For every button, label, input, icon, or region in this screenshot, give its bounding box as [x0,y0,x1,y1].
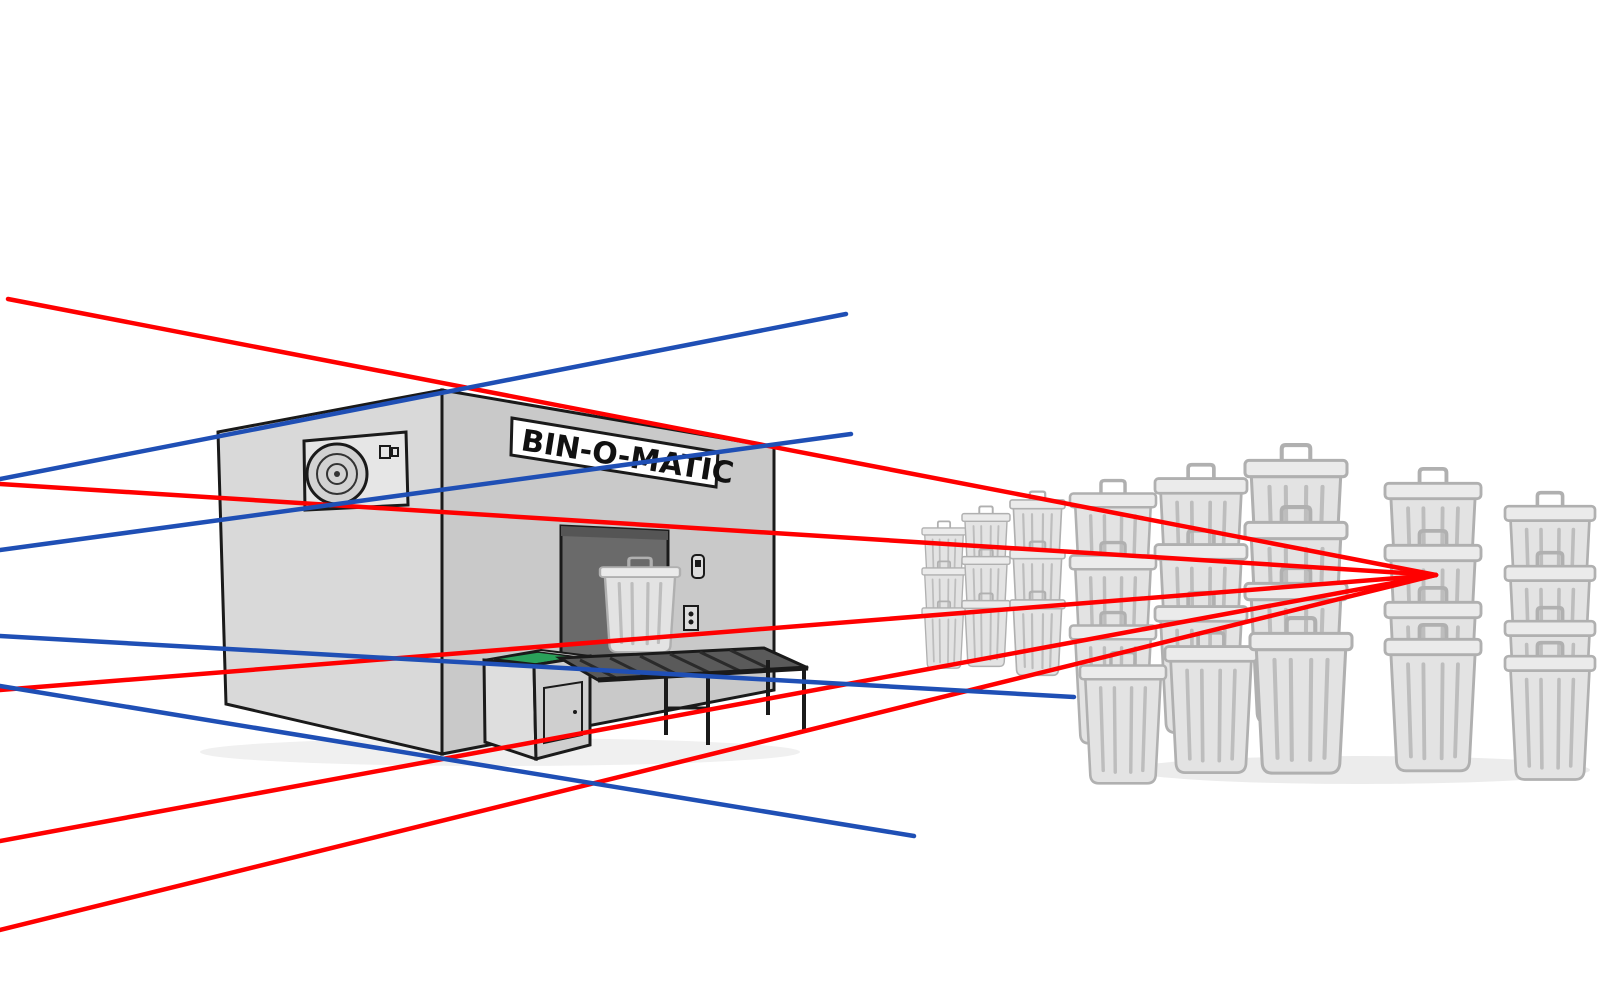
vanishing-line-red [0,572,1439,844]
trash-bin-icon [1503,640,1597,782]
guide-line-blue [0,633,1077,700]
power-switch-icon [691,554,705,579]
guide-line-blue [0,311,849,482]
fan-unit [302,430,410,512]
vanishing-line-red [0,572,1439,933]
trash-bin-icon [1078,650,1168,786]
trash-bin-icon [1383,622,1483,773]
guide-line-blue [0,683,917,839]
guide-line-blue [0,431,854,553]
vanishing-line-red [5,296,1439,578]
fan-icon [305,442,369,506]
vanishing-line-red [0,572,1439,693]
vanishing-line-red [0,481,1439,578]
perspective-guides [0,296,1439,933]
trash-bin-icon [1163,630,1259,775]
trash-bin-crowd [921,445,1597,786]
trash-bin-icon [1250,618,1352,773]
socket-icon [683,605,699,631]
bin-o-matic-machine: BIN-O-MATIC [200,388,809,766]
